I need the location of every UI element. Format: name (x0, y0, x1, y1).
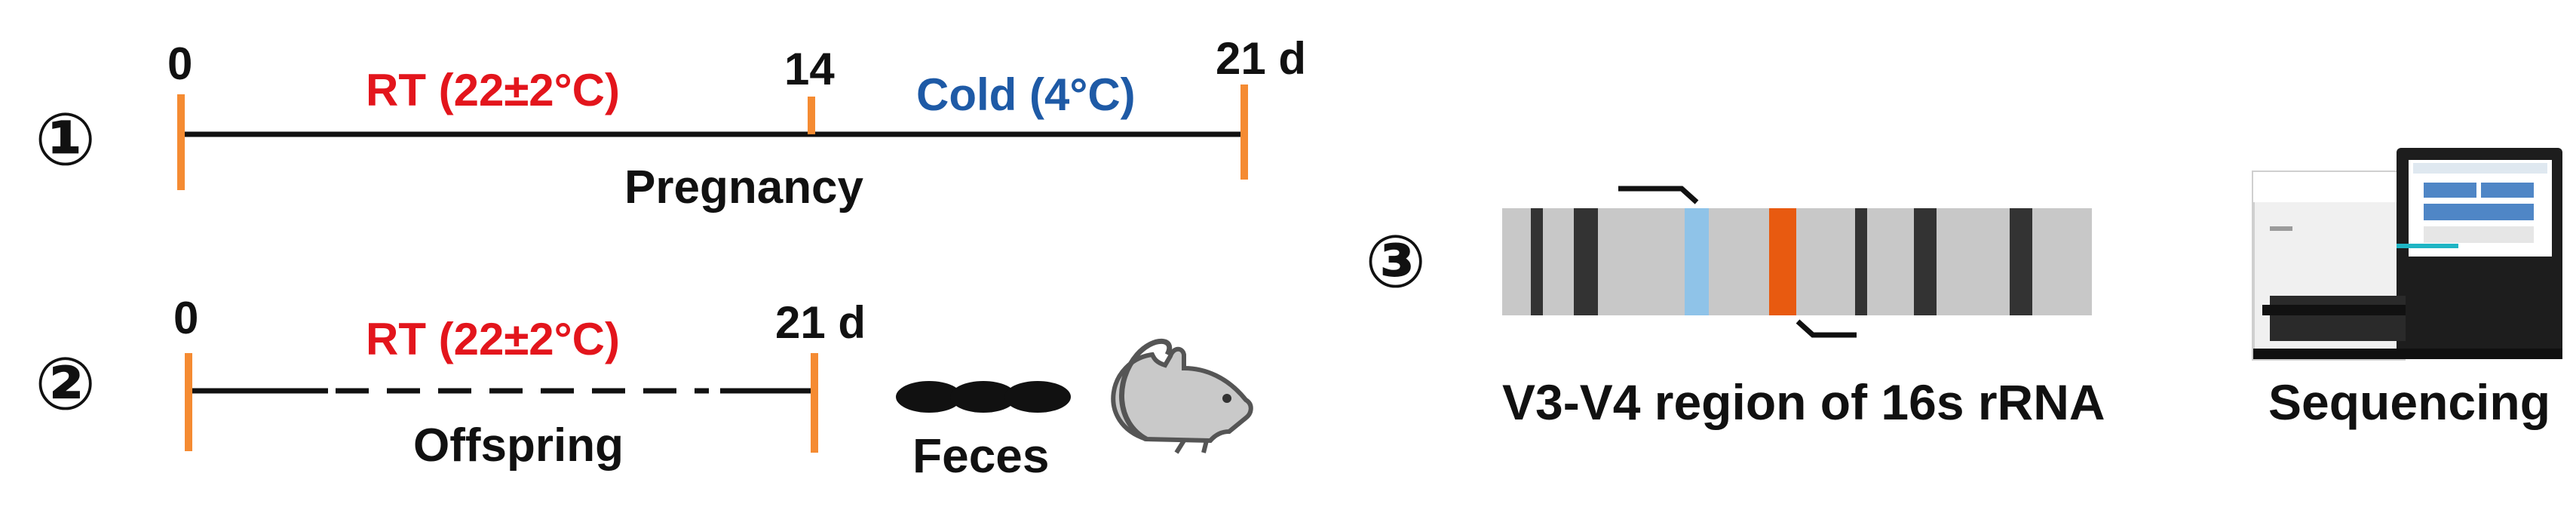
gene-region-caption: V3-V4 region of 16s rRNA (1502, 374, 2105, 430)
step2-number: ② (35, 344, 97, 425)
cold-condition-label-step1: Cold (4°C) (916, 69, 1136, 120)
pregnancy-caption: Pregnancy (624, 161, 864, 214)
forward-primer-icon (1618, 186, 1699, 204)
rt-condition-label-step2: RT (22±2°C) (366, 314, 620, 364)
rrna-gene-bar (1502, 208, 2092, 315)
rt-condition-label-step1: RT (22±2°C) (366, 65, 620, 115)
tick-label-day14-step1: 14 (784, 44, 835, 94)
step3-number: ③ (1365, 222, 1427, 303)
feces-pellet-icon (896, 381, 1071, 413)
tick-label-day0-step2: 0 (173, 293, 199, 343)
tick-label-day21-step2: 21 d (775, 297, 866, 348)
sequencing-caption: Sequencing (2268, 374, 2551, 430)
feces-label: Feces (912, 429, 1050, 483)
reverse-primer-icon (1796, 319, 1857, 338)
mouse-icon (1111, 338, 1253, 454)
tick-label-day21-step1: 21 d (1216, 33, 1307, 84)
sequencer-icon (2252, 148, 2562, 361)
tick-label-day0-step1: 0 (167, 38, 193, 89)
offspring-caption: Offspring (413, 419, 624, 472)
step1-number: ① (35, 100, 97, 180)
